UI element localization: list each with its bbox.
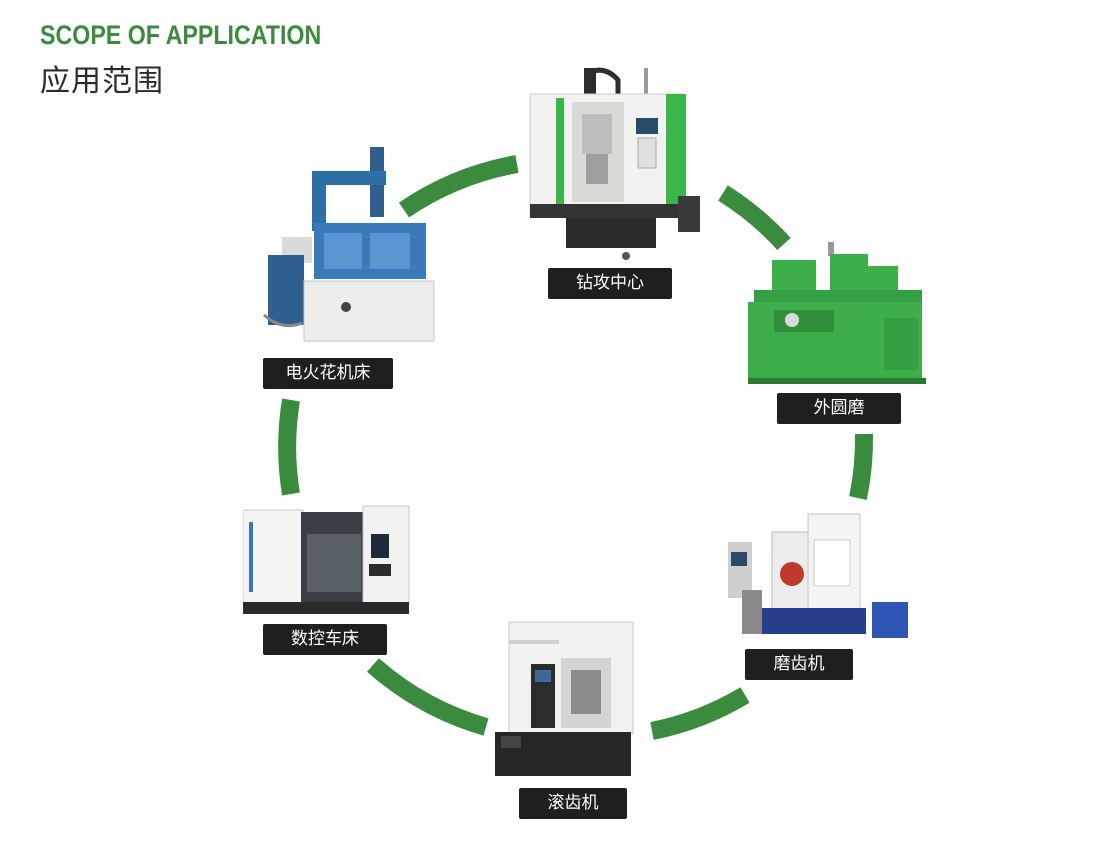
title-chinese: 应用范围 <box>40 64 164 99</box>
label-cylindrical-grinder: 外圆磨 <box>777 393 901 424</box>
label-gear-hobbing-machine: 滚齿机 <box>519 788 627 819</box>
title-english: SCOPE OF APPLICATION <box>40 20 322 50</box>
label-edm-machine: 电火花机床 <box>263 358 393 389</box>
edm-machine-icon <box>263 147 435 342</box>
arc-drilling-to-grinder <box>718 185 791 251</box>
cylindrical-grinder-icon <box>748 242 926 384</box>
label-gear-grinding-machine: 磨齿机 <box>745 649 853 680</box>
drilling-tapping-center-icon <box>529 67 700 260</box>
label-cnc-lathe: 数控车床 <box>263 624 387 655</box>
cnc-lathe-icon <box>243 505 410 614</box>
arc-grinder-to-gear-grinding <box>849 433 874 500</box>
arc-hobbing-to-lathe <box>367 658 489 736</box>
arc-edm-to-drilling <box>398 155 519 218</box>
label-drilling-tapping-center: 钻攻中心 <box>548 268 672 299</box>
gear-hobbing-machine-icon <box>495 621 634 776</box>
arc-lathe-to-edm <box>278 398 300 496</box>
gear-grinding-machine-icon <box>728 513 908 638</box>
arc-gear-grinding-to-hobbing <box>650 687 750 740</box>
